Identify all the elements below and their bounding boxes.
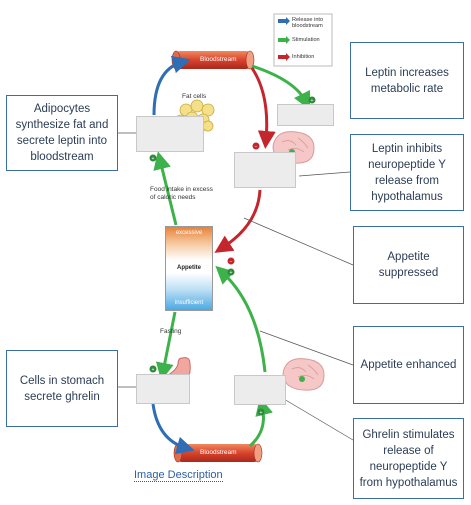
blood-vessel-top <box>176 51 250 69</box>
appetite-stimulation-arrow <box>215 265 267 373</box>
answer-slot-stomach[interactable] <box>136 374 190 404</box>
label-leptin-metabolic[interactable]: Leptin increases metabolic rate <box>350 42 464 119</box>
food-intake-arrow <box>153 151 178 226</box>
svg-text:+: + <box>311 98 314 104</box>
label-stomach-ghrelin[interactable]: Cells in stomach secrete ghrelin <box>6 350 118 427</box>
fasting-arrow <box>155 311 177 381</box>
stimulation-signs: + + + + + <box>149 96 316 416</box>
bloodstream-top-label: Bloodstream <box>200 56 237 63</box>
label-adipocytes[interactable]: Adipocytes synthesize fat and secrete le… <box>6 95 118 171</box>
fat-cells-label: Fat cells <box>182 93 207 100</box>
appetite-inhibition-arrow <box>214 189 262 253</box>
brain-icon-bottom <box>282 358 325 391</box>
svg-text:+: + <box>260 410 263 416</box>
svg-text:+: + <box>152 367 155 373</box>
blood-vessel-bottom <box>178 444 258 462</box>
bloodstream-bottom-label: Bloodstream <box>200 449 237 456</box>
inhibition-signs: − − <box>227 142 260 265</box>
legend-red-arrow-icon <box>278 53 290 61</box>
metabolic-stimulation-arrow <box>251 64 311 111</box>
svg-text:+: + <box>152 156 155 162</box>
answer-slot-hypothalamus-bottom[interactable] <box>234 375 286 405</box>
label-leptin-inhibits[interactable]: Leptin inhibits neuropeptide Y release f… <box>350 134 464 211</box>
hypothalamus-inhibition-arrow <box>250 67 276 149</box>
legend-inhibition-text: Inhibition <box>292 54 315 60</box>
legend-release-text: Release into bloodstream <box>292 17 324 29</box>
appetite-title: Appetite <box>177 265 201 271</box>
svg-text:−: − <box>255 144 258 150</box>
label-appetite-enhanced[interactable]: Appetite enhanced <box>353 326 464 404</box>
svg-text:−: − <box>230 259 233 265</box>
answer-slot-metabolic[interactable] <box>277 104 334 126</box>
svg-text:+: + <box>230 270 233 276</box>
legend-green-arrow-icon <box>278 36 290 44</box>
leptin-release-arrow <box>152 55 191 116</box>
label-appetite-suppressed[interactable]: Appetite suppressed <box>353 226 464 304</box>
answer-slot-hypothalamus-top[interactable] <box>234 152 296 188</box>
food-intake-label: Food intake in excess of caloric needs <box>150 186 213 201</box>
appetite-gauge: excessive Appetite insufficient <box>165 226 213 311</box>
appetite-insufficient: insufficient <box>174 300 204 306</box>
label-ghrelin-stimulates[interactable]: Ghrelin stimulates release of neuropepti… <box>353 418 464 499</box>
ghrelin-release-arrow <box>151 403 195 455</box>
legend-blue-arrow-icon <box>278 17 290 25</box>
answer-slot-adipocytes[interactable] <box>136 116 204 152</box>
appetite-excessive: excessive <box>175 230 203 236</box>
legend-stimulation-text: Stimulation <box>292 37 320 43</box>
image-description-link[interactable]: Image Description <box>134 469 223 482</box>
fasting-label: Fasting <box>160 328 182 335</box>
